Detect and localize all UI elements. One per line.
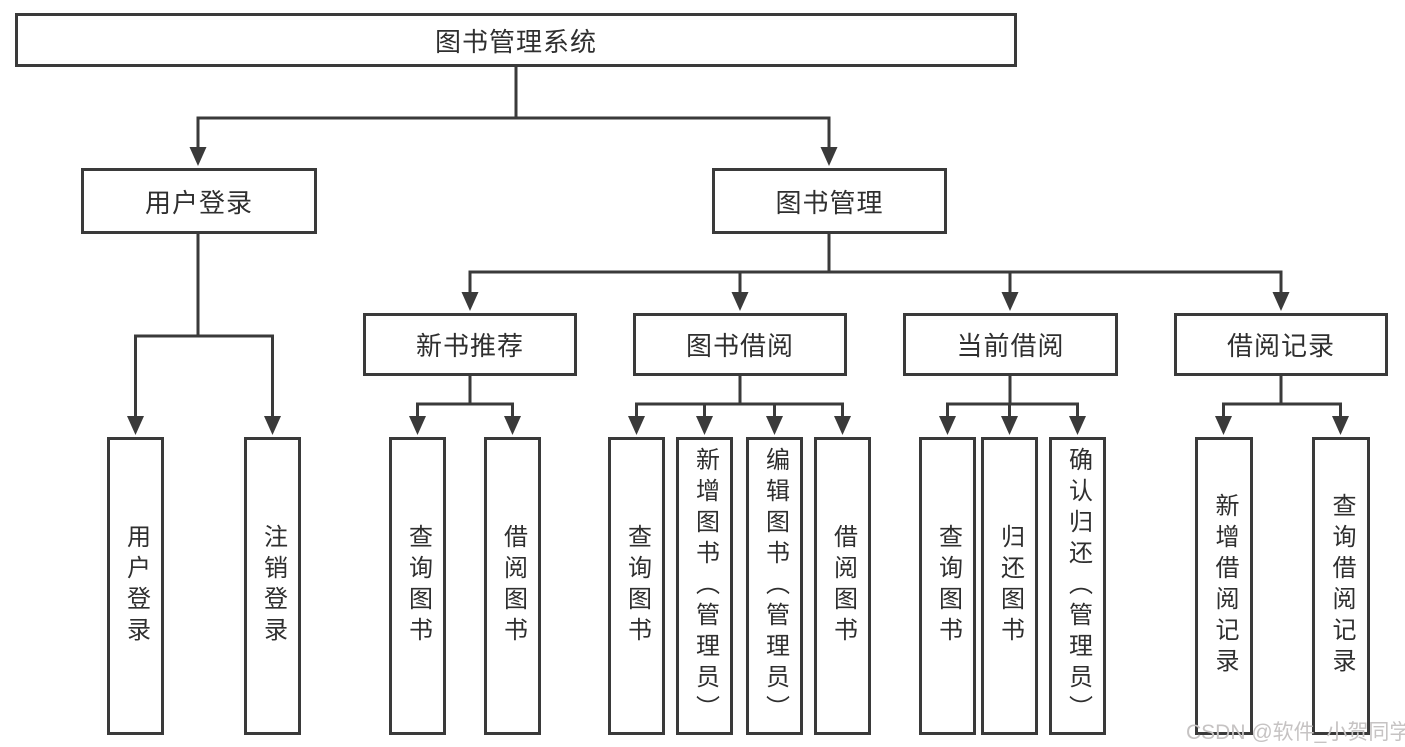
node-new-book-recommend: 新书推荐 bbox=[363, 313, 577, 376]
node-leaf-query-books-3: 查询图书 bbox=[919, 437, 976, 735]
node-leaf-user-login-label: 用户登录 bbox=[122, 524, 150, 648]
node-leaf-query-books-3-label: 查询图书 bbox=[934, 524, 962, 648]
node-leaf-add-borrow-record: 新增借阅记录 bbox=[1195, 437, 1253, 735]
node-current-borrowing-label: 当前借阅 bbox=[956, 331, 1065, 361]
node-borrow-records: 借阅记录 bbox=[1174, 313, 1388, 376]
node-leaf-edit-books-admin: 编辑图书（管理员） bbox=[746, 437, 803, 735]
node-book-management: 图书管理 bbox=[712, 168, 947, 234]
node-current-borrowing: 当前借阅 bbox=[903, 313, 1118, 376]
node-leaf-query-books-1-label: 查询图书 bbox=[404, 524, 432, 648]
node-leaf-confirm-return-admin-label: 确认归还（管理员） bbox=[1064, 446, 1092, 726]
node-leaf-borrow-books-2-label: 借阅图书 bbox=[829, 524, 857, 648]
csdn-watermark: CSDN @软件_小贺同学 bbox=[1186, 721, 1405, 744]
node-book-borrowing-label: 图书借阅 bbox=[685, 331, 794, 361]
node-leaf-query-books-2-label: 查询图书 bbox=[623, 524, 651, 648]
node-leaf-add-borrow-record-label: 新增借阅记录 bbox=[1211, 493, 1238, 679]
node-leaf-add-books-admin-label: 新增图书（管理员） bbox=[691, 446, 719, 726]
node-root: 图书管理系统 bbox=[15, 13, 1017, 67]
node-leaf-add-books-admin: 新增图书（管理员） bbox=[676, 437, 733, 735]
node-leaf-query-borrow-record: 查询借阅记录 bbox=[1312, 437, 1370, 735]
node-borrow-records-label: 借阅记录 bbox=[1226, 331, 1335, 361]
node-leaf-confirm-return-admin: 确认归还（管理员） bbox=[1049, 437, 1106, 735]
node-leaf-logout-label: 注销登录 bbox=[259, 524, 287, 648]
node-leaf-return-books: 归还图书 bbox=[981, 437, 1038, 735]
node-leaf-query-books-2: 查询图书 bbox=[608, 437, 665, 735]
node-user-login-label: 用户登录 bbox=[144, 187, 253, 218]
node-leaf-edit-books-admin-label: 编辑图书（管理员） bbox=[761, 446, 789, 726]
node-root-label: 图书管理系统 bbox=[434, 26, 597, 57]
node-book-borrowing: 图书借阅 bbox=[633, 313, 847, 376]
node-leaf-query-borrow-record-label: 查询借阅记录 bbox=[1328, 493, 1355, 679]
node-user-login: 用户登录 bbox=[81, 168, 317, 234]
node-leaf-borrow-books-1-label: 借阅图书 bbox=[499, 524, 527, 648]
node-new-book-recommend-label: 新书推荐 bbox=[415, 331, 524, 361]
node-leaf-borrow-books-1: 借阅图书 bbox=[484, 437, 541, 735]
node-leaf-user-login: 用户登录 bbox=[107, 437, 164, 735]
node-leaf-borrow-books-2: 借阅图书 bbox=[814, 437, 871, 735]
node-leaf-return-books-label: 归还图书 bbox=[996, 524, 1024, 648]
node-leaf-query-books-1: 查询图书 bbox=[389, 437, 446, 735]
node-book-management-label: 图书管理 bbox=[775, 187, 884, 218]
node-leaf-logout: 注销登录 bbox=[244, 437, 301, 735]
